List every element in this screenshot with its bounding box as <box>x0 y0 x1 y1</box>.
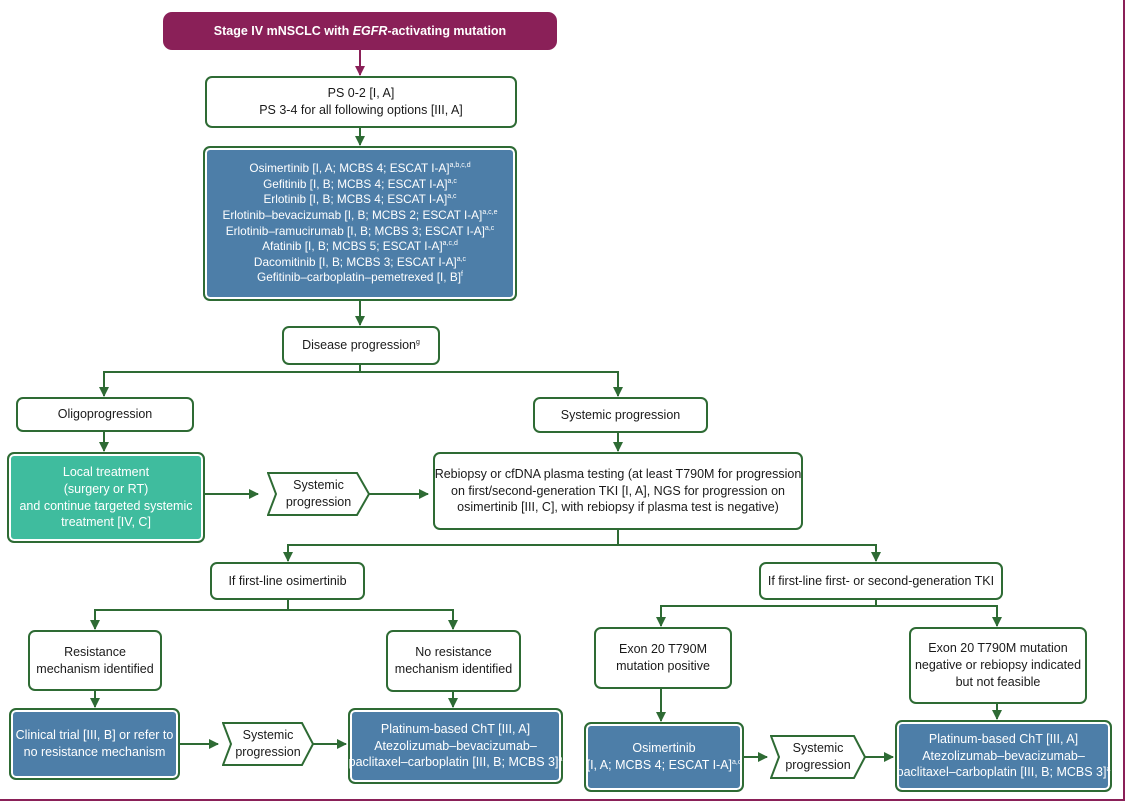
osimertinib-second-line-1: Osimertinib <box>632 741 696 756</box>
systemic-progression-box: Systemic progression <box>533 397 708 433</box>
arrow-to-resistance <box>90 600 289 630</box>
arrow-to-if-osimertinib <box>283 530 619 562</box>
resistance-identified-line-2: mechanism identified <box>36 661 154 676</box>
exon-positive-box: Exon 20 T790M mutation positive <box>594 627 732 689</box>
exon-negative-line-2: negative or rebiopsy indicated <box>914 658 1082 673</box>
first-line-treatments-box: Osimertinib [I, A; MCBS 4; ESCAT I-A]a,b… <box>203 146 517 301</box>
no-resistance-box: No resistance mechanism identified <box>386 630 521 692</box>
rebiopsy-line-3: osimertinib [III, C], with rebiopsy if p… <box>457 500 779 515</box>
oligoprogression-text: Oligoprogression <box>57 407 153 422</box>
systemic-progression-text: Systemic progression <box>560 407 681 422</box>
osimertinib-second-line-2: [I, A; MCBS 4; ESCAT I-A]a,c <box>586 758 742 772</box>
arrow-to-oligo <box>99 365 361 397</box>
no-resistance-line-1: No resistance <box>415 645 492 660</box>
treatment-gefitinib-carboplatin-pemetrexed: Gefitinib–carboplatin–pemetrexed [I, B]f <box>257 270 463 285</box>
ps-line-1: PS 0-2 [I, A] <box>327 86 395 101</box>
platinum-right-line-1: Platinum-based ChT [III, A] <box>928 731 1079 746</box>
treatment-afatinib: Afatinib [I, B; MCBS 5; ESCAT I-A]a,c,d <box>262 239 458 254</box>
arrow-to-exon-positive <box>656 600 877 627</box>
exon-negative-box: Exon 20 T790M mutation negative or rebio… <box>909 627 1087 704</box>
chevron-shape-1 <box>267 472 370 516</box>
treatment-erlotinib: Erlotinib [I, B; MCBS 4; ESCAT I-A]a,c <box>263 192 457 207</box>
treatment-gefitinib: Gefitinib [I, B; MCBS 4; ESCAT I-A]a,c <box>263 176 457 191</box>
osimertinib-second-line-box: Osimertinib [I, A; MCBS 4; ESCAT I-A]a,c <box>584 722 744 792</box>
disease-progression-text: Disease progressiong <box>302 338 420 353</box>
treatment-erlotinib-bevacizumab: Erlotinib–bevacizumab [I, B; MCBS 2; ESC… <box>222 207 498 222</box>
rebiopsy-line-2: on first/second-generation TKI [I, A], N… <box>451 483 785 498</box>
chevron-3-line-1: Systemic <box>792 741 844 756</box>
treatment-erlotinib-ramucirumab: Erlotinib–ramucirumab [I, B; MCBS 3; ESC… <box>225 223 495 238</box>
stage-iv-header-text: Stage IV mNSCLC with EGFR-activating mut… <box>213 23 507 38</box>
if-tki-text: If first-line first- or second-generatio… <box>767 573 995 588</box>
resistance-identified-line-1: Resistance <box>64 644 126 659</box>
systemic-progression-chevron-1: Systemic progression <box>267 472 370 516</box>
if-osimertinib-text: If first-line osimertinib <box>228 573 347 588</box>
local-treatment-line-2: (surgery or RT) <box>63 481 149 496</box>
clinical-trial-box: Clinical trial [III, B] or refer to no r… <box>9 708 180 780</box>
platinum-right-box: Platinum-based ChT [III, A] Atezolizumab… <box>895 720 1112 792</box>
resistance-identified-box: Resistance mechanism identified <box>28 630 162 691</box>
chevron-shape-2 <box>222 722 314 766</box>
local-treatment-line-4: treatment [IV, C] <box>61 515 151 530</box>
platinum-left-line-2: Atezolizumab–bevacizumab– <box>374 738 537 753</box>
exon-positive-line-2: mutation positive <box>616 659 710 673</box>
rebiopsy-line-1: Rebiopsy or cfDNA plasma testing (at lea… <box>434 466 802 481</box>
chevron-2-line-2: progression <box>235 745 301 759</box>
disease-progression-box: Disease progressiong <box>282 326 440 365</box>
systemic-progression-chevron-2: Systemic progression <box>222 722 314 766</box>
exon-negative-line-1: Exon 20 T790M mutation <box>928 641 1068 656</box>
rebiopsy-box: Rebiopsy or cfDNA plasma testing (at lea… <box>433 452 803 530</box>
platinum-left-line-3: paclitaxel–carboplatin [III, B; MCBS 3]a <box>348 755 563 770</box>
exon-negative-line-3: but not feasible <box>955 674 1041 689</box>
stage-iv-header: Stage IV mNSCLC with EGFR-activating mut… <box>163 12 557 50</box>
performance-status-box: PS 0-2 [I, A] PS 3-4 for all following o… <box>205 76 517 128</box>
local-treatment-box: Local treatment (surgery or RT) and cont… <box>7 452 205 543</box>
local-treatment-line-3: and continue targeted systemic <box>19 498 193 513</box>
chevron-1-line-1: Systemic <box>293 478 344 493</box>
systemic-progression-chevron-3: Systemic progression <box>770 735 866 779</box>
clinical-trial-line-1: Clinical trial [III, B] or refer to <box>15 728 174 743</box>
chevron-1-line-2: progression <box>285 495 352 509</box>
no-resistance-line-2: mechanism identified <box>394 662 513 676</box>
arrow-to-if-tki <box>618 544 881 562</box>
platinum-left-box: Platinum-based ChT [III, A] Atezolizumab… <box>348 708 563 784</box>
oligoprogression-box: Oligoprogression <box>16 397 194 432</box>
ps-line-2: PS 3-4 for all following options [III, A… <box>259 103 463 117</box>
local-treatment-line-1: Local treatment <box>62 464 150 479</box>
arrow-to-no-resistance <box>288 609 458 630</box>
platinum-right-line-2: Atezolizumab–bevacizumab– <box>922 748 1085 763</box>
platinum-right-line-3: paclitaxel–carboplatin [III, B; MCBS 3]a <box>896 765 1111 780</box>
clinical-trial-line-2: no resistance mechanism <box>23 745 166 759</box>
chevron-shape-3 <box>770 735 866 779</box>
arrow-to-exon-negative <box>876 605 1002 627</box>
treatment-osimertinib: Osimertinib [I, A; MCBS 4; ESCAT I-A]a,b… <box>249 161 471 176</box>
if-tki-box: If first-line first- or second-generatio… <box>759 562 1003 600</box>
if-osimertinib-box: If first-line osimertinib <box>210 562 365 600</box>
exon-positive-line-1: Exon 20 T790M <box>618 642 708 657</box>
platinum-left-line-1: Platinum-based ChT [III, A] <box>380 721 531 736</box>
chevron-3-line-2: progression <box>785 758 851 772</box>
treatment-dacomitinib: Dacomitinib [I, B; MCBS 3; ESCAT I-A]a,c <box>253 254 467 269</box>
chevron-2-line-1: Systemic <box>242 728 294 743</box>
arrow-to-systemic <box>360 371 623 397</box>
